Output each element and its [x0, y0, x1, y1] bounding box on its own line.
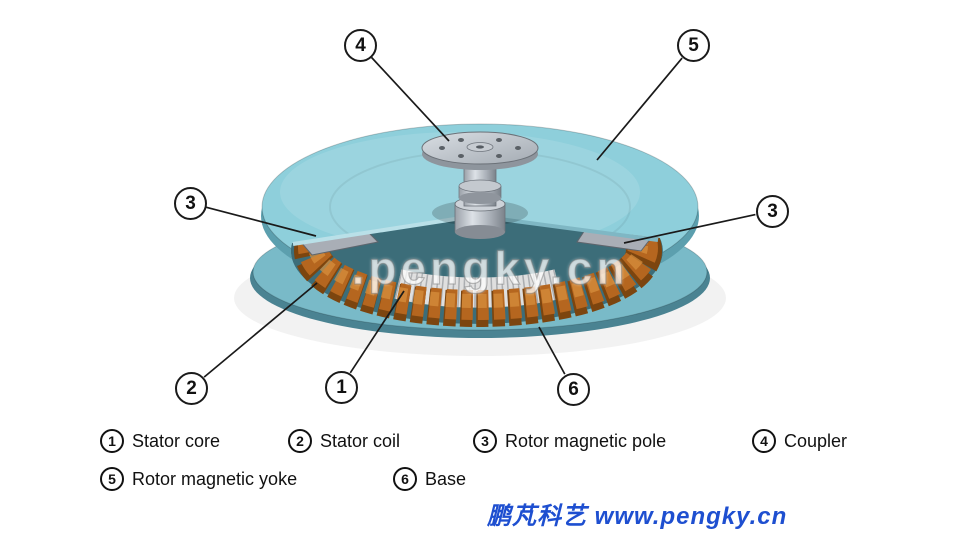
legend-item-2: 2 Stator coil	[288, 429, 400, 453]
flange-bolt-holes	[439, 138, 521, 158]
legend-number-circle: 2	[288, 429, 312, 453]
callout-circle-6: 6	[557, 373, 590, 406]
legend-number-circle: 1	[100, 429, 124, 453]
leader-line-5	[596, 57, 683, 161]
callout-circle-3: 3	[174, 187, 207, 220]
brand-name-chinese: 鹏芃科艺	[487, 503, 587, 530]
legend-item-1: 1 Stator core	[100, 429, 220, 453]
legend-item-5: 5 Rotor magnetic yoke	[100, 467, 297, 491]
leader-line-6	[538, 326, 566, 375]
legend-number-circle: 5	[100, 467, 124, 491]
leader-line-2	[203, 282, 318, 378]
legend-item-4: 4 Coupler	[752, 429, 847, 453]
brand-url: www.pengky.cn	[594, 503, 788, 530]
legend-item-6: 6 Base	[393, 467, 466, 491]
leader-line-4	[370, 56, 450, 142]
callout-circle-5: 5	[677, 29, 710, 62]
legend-label: Stator core	[132, 430, 221, 451]
legend-number-circle: 4	[752, 429, 776, 453]
legend-number-circle: 6	[393, 467, 417, 491]
callout-circle-4: 4	[344, 29, 377, 62]
callout-circle-2: 2	[175, 372, 208, 405]
leader-line-3	[623, 213, 756, 244]
legend-number-circle: 3	[473, 429, 497, 453]
legend-label: Rotor magnetic pole	[505, 430, 667, 451]
cut-face-left	[292, 215, 469, 246]
legend-label: Base	[425, 468, 467, 489]
legend-label: Rotor magnetic yoke	[132, 468, 298, 489]
legend-label: Stator coil	[320, 430, 401, 451]
leader-line-3	[206, 206, 317, 237]
callout-circle-1: 1	[325, 371, 358, 404]
brand-footer: 鹏芃科艺 www.pengky.cn	[487, 496, 787, 531]
callout-circle-3: 3	[756, 195, 789, 228]
callout-leader-lines	[203, 56, 756, 378]
coupler	[421, 131, 539, 239]
legend-label: Coupler	[784, 430, 848, 451]
cut-face-right	[491, 216, 659, 242]
leader-line-1	[349, 290, 405, 374]
legend-item-3: 3 Rotor magnetic pole	[473, 429, 666, 453]
